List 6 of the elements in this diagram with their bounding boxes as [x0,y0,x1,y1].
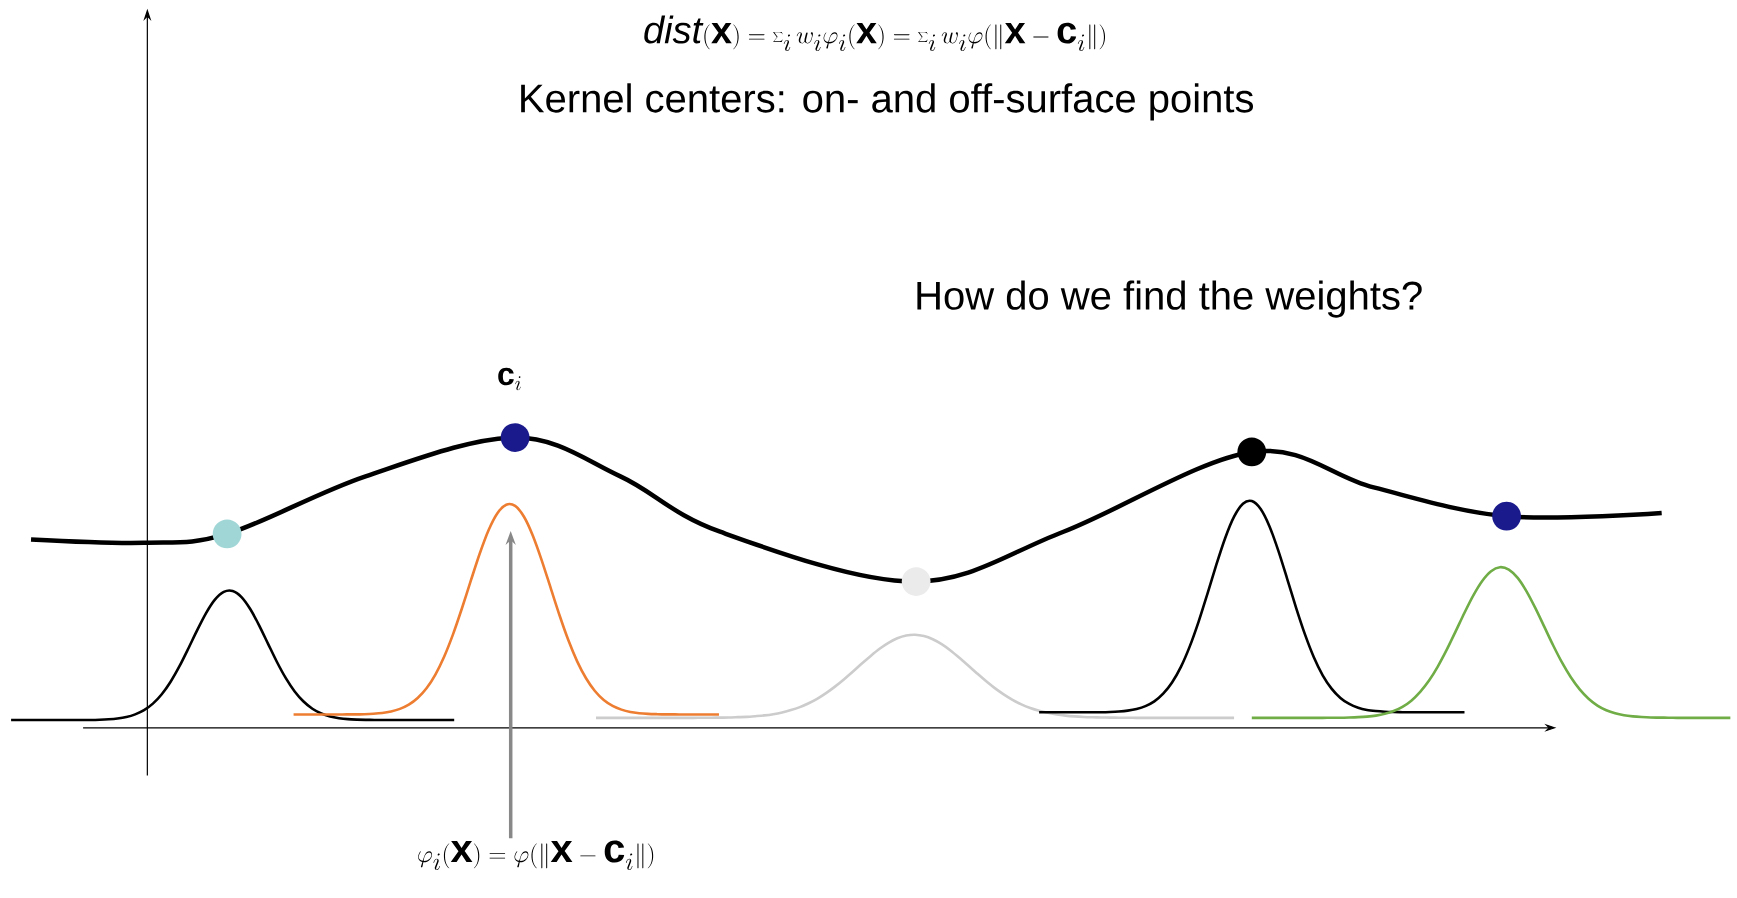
heading-text: How do we find the weights? [917,280,1422,318]
heading-text: Kernel centers: on- and off-surface points [521,83,1253,121]
formula: $\mathit{dist}(\mathbf{x}) = \sum_i w_i\varphi_i(\mathbf{x}) = \sum_i w_i\varphi(\|\mathbf{x}-\mathbf{c}_i\|)$ [644,15,1105,51]
kernel-curve [293,502,719,716]
formula: $\mathbf{c}_i$ [498,367,521,390]
formula: $\varphi_i(\mathbf{x}) = \varphi(\|\mathbf{x}-\mathbf{c}_i\|)$ [418,840,654,870]
